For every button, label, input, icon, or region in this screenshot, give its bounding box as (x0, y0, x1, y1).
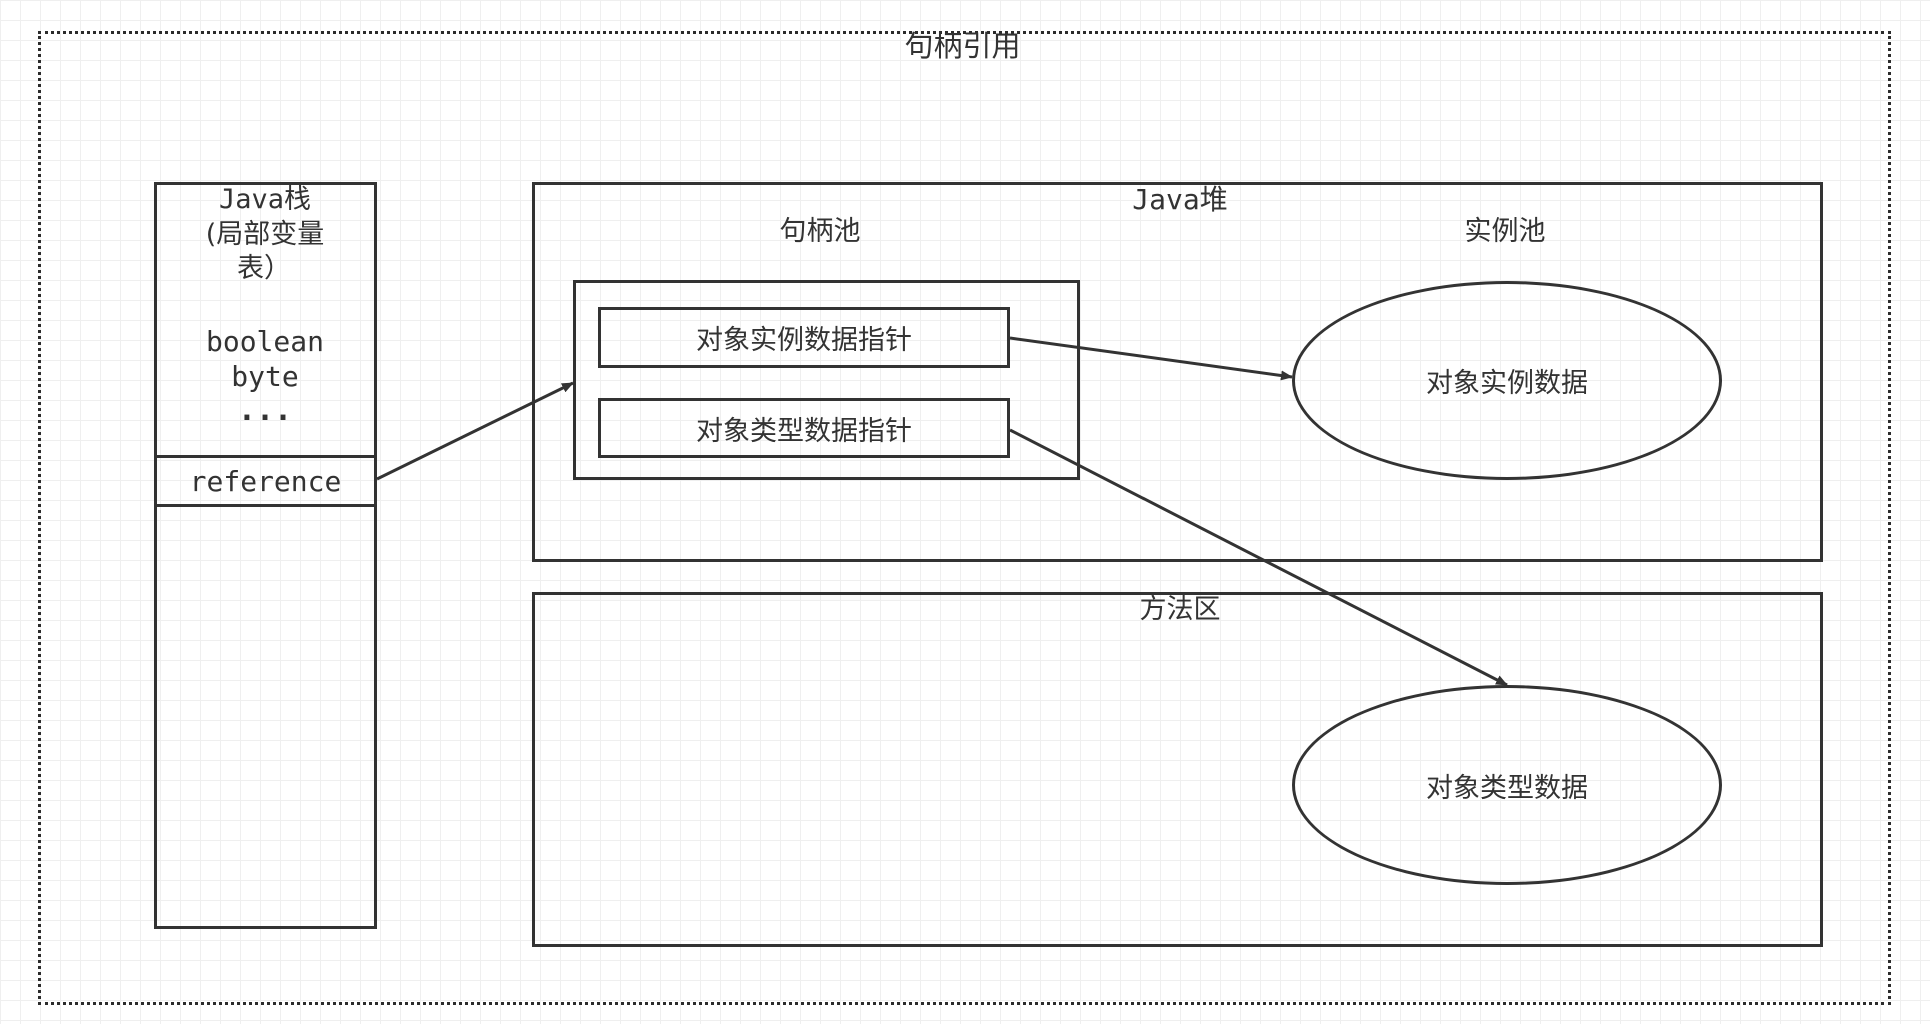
type-pointer-to-type-data-arrow (1009, 428, 1508, 687)
instance-data-pointer-label: 对象实例数据指针 (696, 325, 912, 356)
method-area-title: 方法区 (1139, 594, 1221, 625)
handle-pool-title: 句柄池 (779, 216, 861, 247)
instance-data-label: 对象实例数据 (1426, 368, 1588, 399)
reference-to-handle-pool-arrow (376, 381, 574, 481)
type-data-pointer-label: 对象类型数据指针 (696, 415, 912, 447)
method-area-box (532, 592, 1823, 947)
stack-reference-label: reference (189, 464, 342, 498)
java-stack-subtitle-line1: (局部变量 (205, 219, 325, 250)
java-heap-box (532, 182, 1823, 562)
type-data-pointer-box: 对象类型数据指针 (598, 398, 1010, 458)
stack-item-ellipsis: ... (237, 393, 293, 428)
handle-pool-box (573, 280, 1080, 480)
type-data-label: 对象类型数据 (1426, 772, 1588, 804)
instance-data-ellipse: 对象实例数据 (1292, 281, 1722, 480)
stack-item-boolean: boolean (205, 325, 324, 358)
instance-pool-title: 实例池 (1464, 216, 1546, 247)
java-stack-box (154, 182, 377, 929)
handle-reference-frame (38, 31, 1891, 1005)
type-data-ellipse: 对象类型数据 (1292, 685, 1722, 885)
instance-pointer-to-instance-data-arrow (1009, 336, 1293, 381)
stack-reference-slot: reference (154, 455, 377, 507)
java-stack-title: Java栈 (218, 184, 312, 215)
instance-data-pointer-box: 对象实例数据指针 (598, 307, 1010, 368)
stack-item-byte: byte (231, 360, 299, 393)
java-stack-subtitle-line2: 表） (237, 253, 291, 284)
diagram-title: 句柄引用 (904, 29, 1021, 63)
java-heap-title: Java堆 (1132, 183, 1228, 216)
